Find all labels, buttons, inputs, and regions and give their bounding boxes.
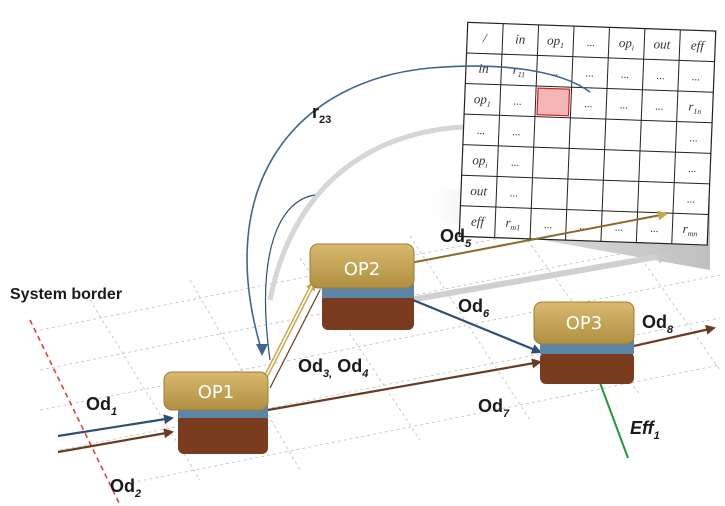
relation-matrix: / in op1... opi out eff in r11............... op… bbox=[458, 21, 717, 246]
matrix-cell: ... bbox=[579, 220, 588, 232]
op1-box[interactable]: OP1 bbox=[163, 371, 269, 454]
matrix-cell: rmn bbox=[682, 221, 698, 239]
matrix-col-line bbox=[635, 28, 646, 243]
matrix-row-line bbox=[466, 52, 715, 63]
matrix-cell: ... bbox=[689, 132, 698, 144]
matrix-cell: ... bbox=[621, 69, 630, 81]
od6-label: Od6 bbox=[458, 296, 490, 320]
od5-label: Od5 bbox=[440, 226, 472, 250]
flows bbox=[57, 210, 716, 459]
system-border-label: System border bbox=[10, 286, 122, 303]
matrix-header-cell: opi bbox=[619, 35, 635, 53]
r23-label: r23 bbox=[312, 102, 331, 126]
r23-arc-arrowhead bbox=[256, 344, 268, 356]
matrix-col-line bbox=[600, 27, 610, 242]
op2-box[interactable]: OP2 bbox=[309, 243, 415, 330]
flow-op1-op2-brown bbox=[269, 289, 321, 389]
op2-label: OP2 bbox=[344, 259, 380, 280]
matrix-col-line bbox=[494, 23, 504, 238]
matrix-cell: ... bbox=[584, 98, 593, 110]
matrix-row-line bbox=[462, 144, 711, 154]
od2-label: Od2 bbox=[110, 476, 141, 500]
matrix-col-line bbox=[529, 24, 540, 239]
matrix-row-header: ... bbox=[477, 125, 486, 137]
op3-label: OP3 bbox=[566, 313, 602, 334]
matrix-cell: ... bbox=[688, 163, 697, 175]
matrix-cell: rm1 bbox=[505, 215, 521, 233]
flow-op1-op2-white bbox=[261, 281, 315, 385]
matrix-header-cell: in bbox=[515, 31, 526, 46]
flow-od5 bbox=[404, 210, 668, 265]
op1-label: OP1 bbox=[198, 382, 234, 403]
matrix-row-header: eff bbox=[471, 213, 487, 229]
matrix-row-header: op1 bbox=[474, 91, 492, 109]
matrix-cell: ... bbox=[544, 219, 553, 231]
matrix-header-cell: op1 bbox=[547, 32, 565, 50]
matrix-row-line bbox=[461, 174, 710, 185]
matrix-header-cell: ... bbox=[587, 37, 596, 49]
matrix-col-line bbox=[564, 26, 575, 241]
matrix-row-line bbox=[464, 113, 713, 124]
matrix-cell: r11 bbox=[512, 62, 525, 79]
matrix-cell: ... bbox=[615, 222, 624, 234]
od3-od4-label: Od3, Od4 bbox=[298, 356, 368, 380]
matrix-cell: ... bbox=[692, 71, 701, 83]
matrix-cell: ... bbox=[510, 187, 519, 199]
matrix-row-header: opi bbox=[472, 152, 488, 170]
od8-label: Od8 bbox=[642, 312, 674, 336]
op3-box[interactable]: OP3 bbox=[533, 301, 635, 384]
r23-relation-arc bbox=[246, 65, 591, 353]
flow-od6 bbox=[407, 296, 542, 354]
matrix-cell: ... bbox=[656, 70, 665, 82]
matrix-header-cell: / bbox=[482, 30, 489, 45]
flow-od1 bbox=[57, 414, 174, 438]
matrix-cell: ... bbox=[512, 126, 521, 138]
matrix-cell: ... bbox=[620, 99, 629, 111]
eff1-label: Eff1 bbox=[630, 418, 660, 442]
flow-od8 bbox=[633, 324, 716, 348]
matrix-row-header: out bbox=[470, 183, 488, 199]
matrix-cell: ... bbox=[687, 193, 696, 205]
matrix-cell: ... bbox=[586, 67, 595, 79]
matrix-cell: ... bbox=[650, 223, 659, 235]
matrix-cell: ... bbox=[513, 96, 522, 108]
matrix-header-cell: out bbox=[653, 36, 671, 52]
matrix-col-line bbox=[671, 29, 681, 244]
matrix-header-cell: eff bbox=[691, 38, 707, 54]
matrix-row-header: in bbox=[478, 61, 489, 76]
flow-od7 bbox=[267, 358, 542, 412]
od7-label: Od7 bbox=[478, 396, 510, 420]
matrix-cell: ... bbox=[655, 100, 664, 112]
matrix-cell: r1n bbox=[688, 99, 702, 116]
system-border-line bbox=[29, 319, 121, 506]
matrix-cell: ... bbox=[550, 66, 559, 78]
shadow-arrow bbox=[409, 249, 672, 303]
matrix-highlight-cell bbox=[536, 87, 571, 117]
matrix-row-line bbox=[465, 83, 714, 93]
matrix-cell: ... bbox=[511, 157, 520, 169]
od1-label: Od1 bbox=[86, 394, 117, 418]
r23-link-back bbox=[264, 194, 316, 361]
flow-od2 bbox=[57, 428, 174, 454]
